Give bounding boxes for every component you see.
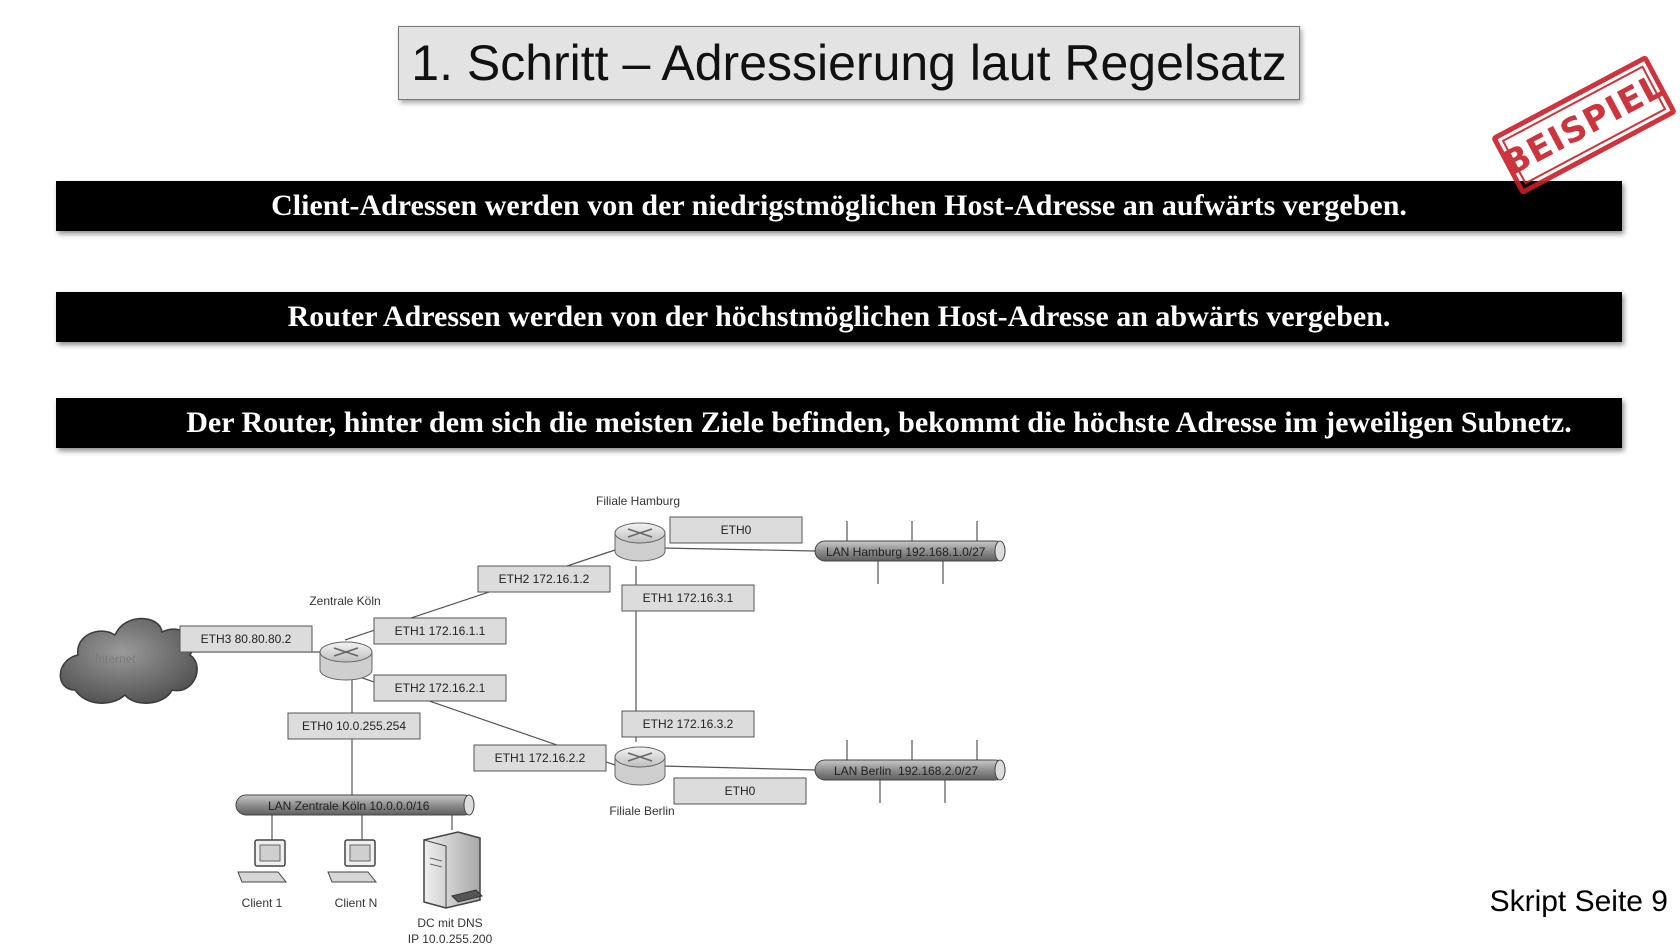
lan-hamburg-pipe: LAN Hamburg 192.168.1.0/27 bbox=[814, 540, 1006, 562]
koeln-eth2-label: ETH2 172.16.2.1 bbox=[395, 681, 486, 695]
dc-server-icon: DC mit DNS IP 10.0.255.200 bbox=[408, 831, 493, 945]
site-koeln-label: Zentrale Köln bbox=[309, 594, 380, 608]
koeln-eth0-label: ETH0 10.0.255.254 bbox=[302, 719, 406, 733]
internet-cloud-icon: Internet bbox=[59, 617, 198, 704]
interface-labels bbox=[179, 516, 807, 805]
client-1-computer-icon: Client 1 bbox=[237, 839, 288, 910]
dc-label-line1: DC mit DNS bbox=[417, 916, 482, 930]
lan-berlin-label: LAN Berlin 192.168.2.0/27 bbox=[834, 764, 978, 778]
dc-label-line2: IP 10.0.255.200 bbox=[408, 932, 493, 945]
lan-koeln-label: LAN Zentrale Köln 10.0.0.0/16 bbox=[268, 799, 430, 813]
berlin-eth2-label: ETH2 172.16.3.2 bbox=[643, 717, 734, 731]
router-hamburg-icon bbox=[614, 522, 666, 562]
hamburg-eth0-label: ETH0 bbox=[721, 523, 752, 537]
rule-client-addresses: Client-Adressen werden von der niedrigst… bbox=[56, 181, 1622, 231]
internet-label: Internet bbox=[95, 652, 136, 666]
footer-page-reference: Skript Seite 9 bbox=[1489, 885, 1668, 918]
page-title: 1. Schritt – Adressierung laut Regelsatz bbox=[398, 26, 1300, 100]
router-berlin-icon bbox=[614, 746, 666, 786]
koeln-eth3-label: ETH3 80.80.80.2 bbox=[201, 632, 292, 646]
client-n-label: Client N bbox=[335, 896, 378, 910]
berlin-eth0-label: ETH0 bbox=[725, 784, 756, 798]
client-1-label: Client 1 bbox=[242, 896, 283, 910]
rule-router-addresses: Router Adressen werden von der höchstmög… bbox=[56, 292, 1622, 342]
site-berlin-label: Filiale Berlin bbox=[609, 804, 674, 818]
lan-hamburg-label: LAN Hamburg 192.168.1.0/27 bbox=[826, 545, 986, 559]
hamburg-eth1-label: ETH1 172.16.3.1 bbox=[643, 591, 734, 605]
hamburg-eth2-label: ETH2 172.16.1.2 bbox=[499, 572, 590, 586]
rule-highest-address: Der Router, hinter dem sich die meisten … bbox=[56, 398, 1622, 448]
koeln-eth1-label: ETH1 172.16.1.1 bbox=[395, 624, 486, 638]
berlin-eth1-label: ETH1 172.16.2.2 bbox=[495, 751, 586, 765]
lan-koeln-pipe: LAN Zentrale Köln 10.0.0.0/16 bbox=[235, 794, 475, 816]
client-n-computer-icon: Client N bbox=[327, 839, 378, 910]
router-koeln-icon bbox=[319, 641, 373, 681]
site-hamburg-label: Filiale Hamburg bbox=[596, 494, 680, 508]
lan-berlin-pipe: LAN Berlin 192.168.2.0/27 bbox=[814, 759, 1006, 781]
